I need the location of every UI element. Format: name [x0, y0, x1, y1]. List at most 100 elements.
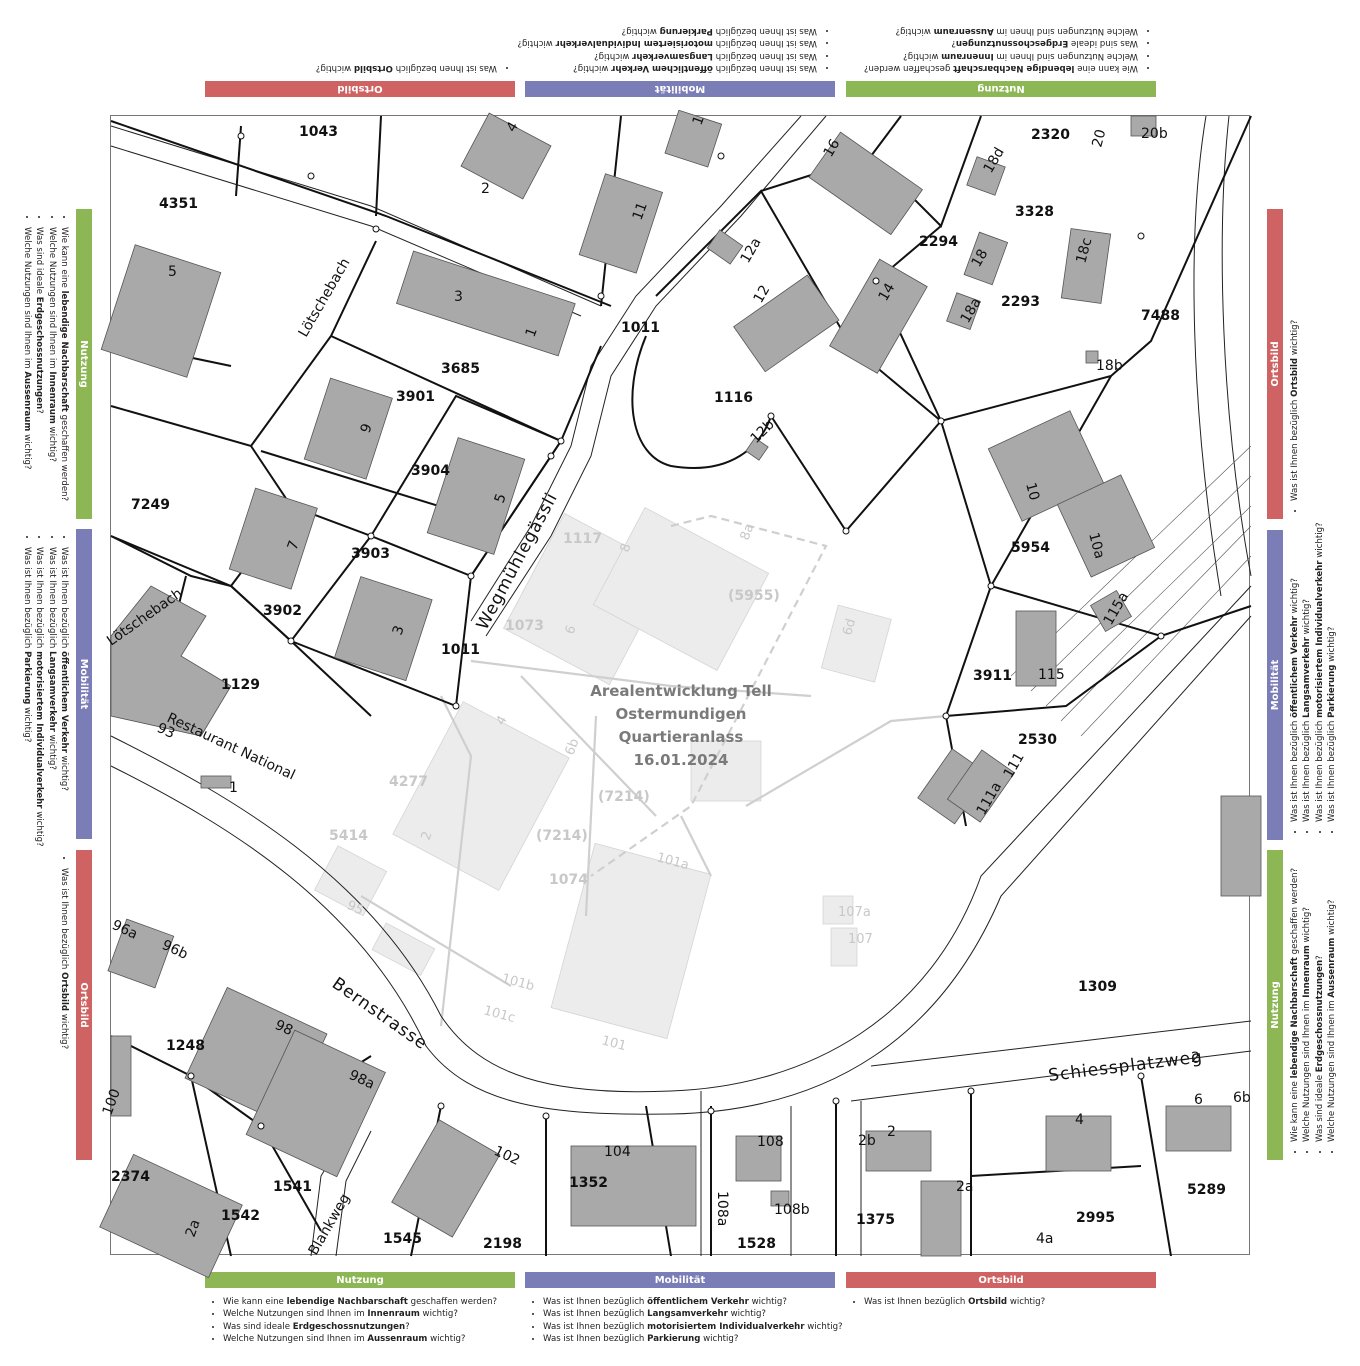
map-title: Arealentwicklung Tell Ostermundigen Quar…	[590, 682, 772, 769]
ghost-house-number: 101c	[482, 1003, 517, 1026]
house-number: 12	[751, 283, 774, 306]
question-keyword: motorisiertem Individualverkehr	[34, 651, 45, 809]
ghost-building	[822, 895, 854, 925]
question-keyword: Innenraum	[1302, 945, 1313, 998]
question-keyword: motorisiertem Individualverkehr	[1314, 560, 1325, 718]
parcel-label: 7249	[131, 497, 170, 513]
road-network	[110, 115, 1252, 1257]
bottom-nutzung-band: Nutzung	[205, 1272, 515, 1288]
question-keyword: öffentlichem Verkehr	[647, 1297, 749, 1307]
question-keyword: Ortsbild	[968, 1297, 1008, 1307]
parcel-label: 3901	[396, 389, 435, 405]
building	[245, 1029, 386, 1178]
question-item: Welche Nutzungen sind Ihnen im Aussenrau…	[1326, 868, 1338, 1142]
question-item: Was sind ideale Erdgeschossnutzungen?	[33, 227, 45, 501]
house-number: 14	[876, 280, 899, 304]
building	[426, 437, 526, 555]
parcel-label: 1545	[383, 1231, 422, 1247]
side-streets	[700, 1091, 972, 1256]
house-number: 2a	[956, 1179, 974, 1195]
question-item: Was ist Ihnen bezüglich motorisiertem In…	[543, 1321, 843, 1333]
question-text: wichtig?	[517, 38, 556, 49]
question-text: Was ist Ihnen bezüglich	[1302, 717, 1313, 822]
question-item: Was ist Ihnen bezüglich motorisiertem In…	[33, 547, 45, 847]
house-number: 2b	[858, 1133, 876, 1149]
building	[966, 156, 1006, 196]
question-text: Welche Nutzungen sind Ihnen im	[223, 1309, 368, 1320]
house-number: 6	[1194, 1092, 1203, 1108]
house-number: 93	[154, 720, 177, 742]
street-label-blankweg: Blankweg	[306, 1191, 354, 1258]
map-title-line-3: Quartieranlass	[619, 728, 744, 746]
house-number: 6b	[1233, 1090, 1251, 1106]
ghost-building	[313, 845, 388, 917]
question-keyword: Parkierung	[1327, 664, 1338, 718]
parcel-label: 2530	[1018, 732, 1057, 748]
building	[829, 258, 928, 374]
question-item: Was ist Ihnen bezüglich Langsamverkehr w…	[517, 49, 817, 61]
house-number: 2	[1191, 1050, 1200, 1066]
parcel-label: 1043	[299, 124, 338, 140]
planning-area-house-numbers: 8a 8 6 6d 4 2 6b 95 101a 101b 101c 101 1…	[344, 522, 873, 1054]
house-number: 16	[821, 136, 844, 160]
question-text: wichtig?	[700, 1334, 739, 1345]
top-mobilitaet-questions: Was ist Ihnen bezüglich öffentlichem Ver…	[517, 24, 835, 74]
planning-area-labels: 1117 (5955) 1073 4277 (7214) (7214) 5414…	[329, 531, 780, 888]
question-text: Welche Nutzungen sind Ihnen im	[21, 227, 32, 372]
ghost-building	[830, 927, 858, 967]
question-text: Welche Nutzungen sind Ihnen im	[1327, 997, 1338, 1142]
question-text: wichtig?	[903, 50, 942, 61]
question-text: wichtig?	[59, 1011, 69, 1050]
house-number: 108	[757, 1134, 784, 1150]
question-keyword: Parkierung	[647, 1334, 701, 1345]
question-keyword: Aussenraum	[1327, 937, 1338, 998]
question-text: Was ist Ihnen bezüglich	[543, 1321, 648, 1332]
ghost-house-number: 95	[344, 898, 365, 919]
top-nutzung-questions: Wie kann eine lebendige Nachbarschaft ge…	[864, 24, 1156, 74]
ghost-house-number: 107	[848, 932, 873, 947]
question-text: Was ist Ihnen bezüglich	[59, 547, 69, 652]
parcel-label: 5954	[1011, 540, 1050, 556]
question-text: wichtig?	[46, 423, 57, 462]
ghost-house-number: 6b	[563, 737, 583, 758]
question-text: Was sind ideale	[1068, 38, 1138, 49]
building	[1220, 795, 1262, 897]
question-item: Welche Nutzungen sind Ihnen im Aussenrau…	[223, 1333, 497, 1345]
question-item: Welche Nutzungen sind Ihnen im Innenraum…	[864, 49, 1138, 61]
question-text: Was ist Ihnen bezüglich	[712, 50, 817, 61]
question-item: Was ist Ihnen bezüglich Langsamverkehr w…	[543, 1308, 843, 1320]
question-text: wichtig?	[46, 731, 57, 770]
ghost-building	[550, 842, 712, 1040]
question-item: Was ist Ihnen bezüglich motorisiertem In…	[517, 37, 817, 49]
top-ortsbild-questions: Was ist Ihnen bezüglich Ortsbild wichtig…	[316, 62, 515, 74]
question-text: wichtig?	[621, 25, 660, 36]
parcel-label: 4351	[159, 196, 198, 212]
question-keyword: öffentlichem Verkehr	[59, 651, 69, 753]
house-number: 2a	[183, 1217, 204, 1239]
question-keyword: Parkierung	[21, 651, 32, 705]
question-text: Welche Nutzungen sind Ihnen im	[46, 227, 57, 372]
building	[228, 487, 318, 590]
question-item: Welche Nutzungen sind Ihnen im Innenraum…	[1301, 868, 1313, 1142]
question-item: Was ist Ihnen bezüglich öffentlichem Ver…	[543, 1296, 843, 1308]
building	[1085, 350, 1099, 364]
bernstrasse-edge	[110, 585, 1252, 1093]
house-number: 108a	[714, 1191, 730, 1226]
question-text: Was ist Ihnen bezüglich	[712, 63, 817, 73]
label-restaurant-national: Restaurant National	[164, 710, 297, 783]
parcel-label: 3911	[973, 668, 1012, 684]
house-number: 4	[1075, 1112, 1084, 1128]
question-keyword: Aussenraum	[21, 371, 32, 432]
parcel-label: 1542	[221, 1208, 260, 1224]
question-text: Welche Nutzungen sind Ihnen im	[993, 25, 1138, 36]
street-label-loetschebach: Lötschebach	[296, 256, 354, 340]
question-text: wichtig?	[315, 63, 354, 73]
ghost-parcel-label: 1074	[549, 872, 588, 888]
question-text: wichtig?	[804, 1321, 843, 1332]
house-number: 12a	[738, 235, 765, 266]
ghost-building	[371, 922, 436, 976]
question-text: Was ist Ihnen bezüglich	[46, 547, 57, 652]
question-keyword: öffentlichem Verkehr	[611, 63, 713, 73]
question-text: Was ist Ihnen bezüglich	[34, 547, 45, 652]
cadastral-map[interactable]: Arealentwicklung Tell Ostermundigen Quar…	[99, 109, 1262, 1279]
